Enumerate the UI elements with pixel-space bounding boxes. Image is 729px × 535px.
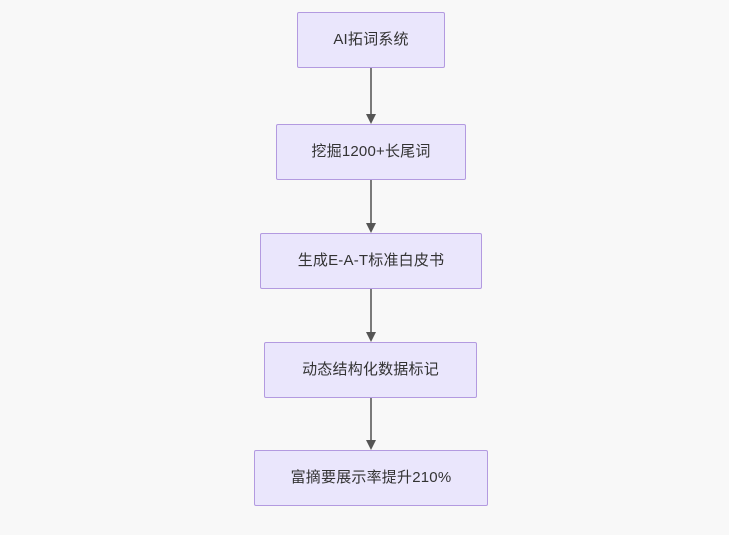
flow-node-label: 挖掘1200+长尾词 bbox=[311, 143, 431, 160]
flow-node-rich-snippet-result[interactable]: 富摘要展示率提升210% bbox=[254, 450, 488, 506]
edge-n2-n3 bbox=[365, 180, 377, 233]
flow-node-label: 生成E-A-T标准白皮书 bbox=[297, 252, 445, 269]
flow-node-label: 富摘要展示率提升210% bbox=[290, 469, 452, 486]
flow-node-ai-system[interactable]: AI拓词系统 bbox=[297, 12, 445, 68]
edge-n3-n4 bbox=[365, 289, 377, 342]
edge-n4-n5 bbox=[365, 398, 377, 450]
flow-node-structured-data[interactable]: 动态结构化数据标记 bbox=[264, 342, 477, 398]
flow-node-keyword-mining[interactable]: 挖掘1200+长尾词 bbox=[276, 124, 466, 180]
flow-node-whitepaper[interactable]: 生成E-A-T标准白皮书 bbox=[260, 233, 482, 289]
flow-node-label: AI拓词系统 bbox=[333, 31, 409, 48]
flow-node-label: 动态结构化数据标记 bbox=[302, 361, 439, 378]
edge-n1-n2 bbox=[365, 68, 377, 124]
